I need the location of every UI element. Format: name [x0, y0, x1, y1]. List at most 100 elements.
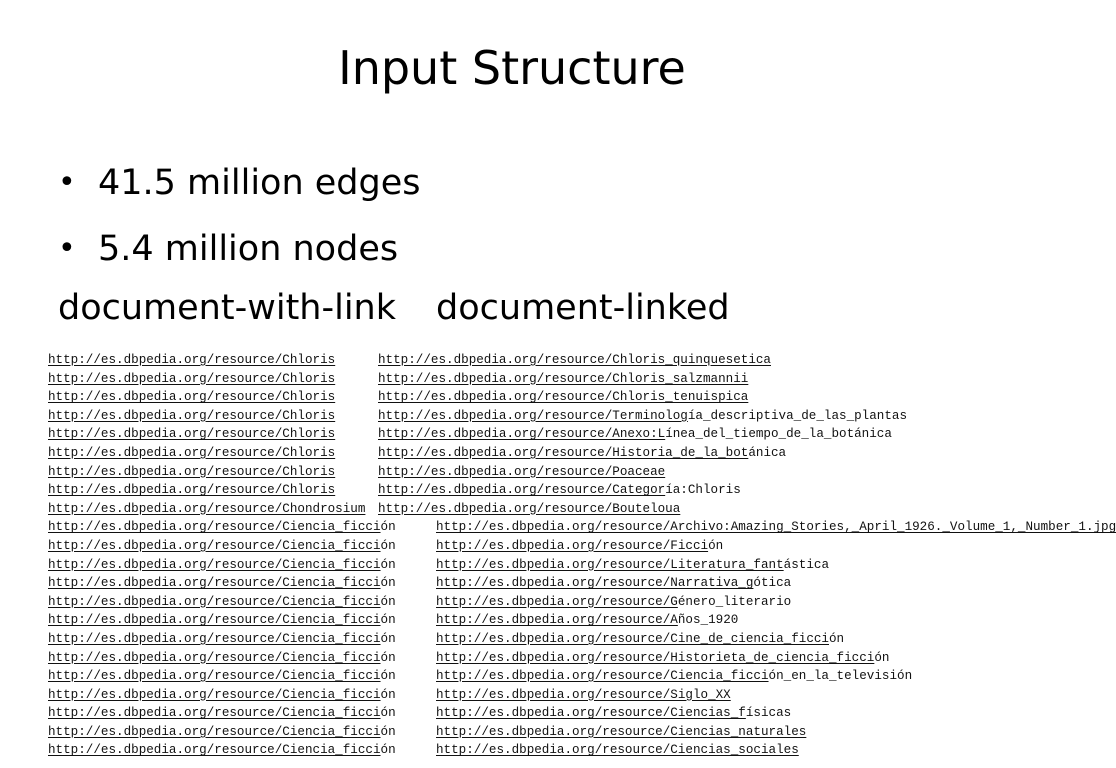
source-link[interactable]: http://es.dbpedia.org/resource/Ciencia_f… [48, 576, 381, 591]
target-link[interactable]: http://es.dbpedia.org/resource/Terminolo… [378, 408, 688, 423]
target-cell: http://es.dbpedia.org/resource/Chloris_s… [378, 370, 748, 389]
link-row: http://es.dbpedia.org/resource/Ciencia_f… [48, 649, 1024, 668]
target-link[interactable]: http://es.dbpedia.org/resource/Ciencia_f… [436, 669, 769, 684]
slide-title: Input Structure [338, 41, 686, 95]
target-link[interactable]: http://es.dbpedia.org/resource/Siglo_XX [436, 687, 731, 702]
source-link-suffix: ón [380, 724, 396, 739]
source-link[interactable]: http://es.dbpedia.org/resource/Ciencia_f… [48, 557, 381, 572]
source-link-suffix: ón [380, 594, 396, 609]
source-link[interactable]: http://es.dbpedia.org/resource/Chondrosi… [48, 501, 366, 516]
source-cell: http://es.dbpedia.org/resource/Chloris [48, 388, 378, 407]
target-link[interactable]: http://es.dbpedia.org/resource/Ciencias_… [436, 743, 799, 758]
source-link[interactable]: http://es.dbpedia.org/resource/Ciencia_f… [48, 520, 381, 535]
source-link[interactable]: http://es.dbpedia.org/resource/Ciencia_f… [48, 724, 381, 739]
bullet-item: • 41.5 million edges [58, 150, 421, 216]
target-link[interactable]: http://es.dbpedia.org/resource/Cine_de_c… [436, 631, 829, 646]
target-link[interactable]: http://es.dbpedia.org/resource/Ciencias_… [436, 724, 807, 739]
source-cell: http://es.dbpedia.org/resource/Ciencia_f… [48, 537, 436, 556]
target-link-suffix: ón_en_la_televisión [768, 669, 913, 684]
target-cell: http://es.dbpedia.org/resource/Categoría… [378, 481, 741, 500]
source-cell: http://es.dbpedia.org/resource/Chloris [48, 351, 378, 370]
source-link[interactable]: http://es.dbpedia.org/resource/Chloris [48, 483, 336, 498]
source-link[interactable]: http://es.dbpedia.org/resource/Chloris [48, 390, 336, 405]
target-cell: http://es.dbpedia.org/resource/Ciencia_f… [436, 667, 912, 686]
source-cell: http://es.dbpedia.org/resource/Ciencia_f… [48, 630, 436, 649]
link-row: http://es.dbpedia.org/resource/Chloris ht… [48, 407, 1024, 426]
link-row: http://es.dbpedia.org/resource/Ciencia_f… [48, 611, 1024, 630]
target-link[interactable]: http://es.dbpedia.org/resource/Ciencias_… [436, 706, 746, 721]
target-cell: http://es.dbpedia.org/resource/Chloris_q… [378, 351, 771, 370]
target-cell: http://es.dbpedia.org/resource/Ficción [436, 537, 723, 556]
source-link-suffix: ón [380, 743, 396, 758]
source-link[interactable]: http://es.dbpedia.org/resource/Chloris [48, 464, 336, 479]
target-link-suffix: ástica [783, 557, 830, 572]
target-link[interactable]: http://es.dbpedia.org/resource/Narrativa… [436, 576, 754, 591]
source-link[interactable]: http://es.dbpedia.org/resource/Ciencia_f… [48, 613, 381, 628]
bullet-text: 41.5 million edges [98, 163, 421, 203]
source-cell: http://es.dbpedia.org/resource/Ciencia_f… [48, 593, 436, 612]
source-cell: http://es.dbpedia.org/resource/Chloris [48, 370, 378, 389]
source-link[interactable]: http://es.dbpedia.org/resource/Chloris [48, 427, 336, 442]
source-link[interactable]: http://es.dbpedia.org/resource/Ciencia_f… [48, 650, 381, 665]
link-row: http://es.dbpedia.org/resource/Chloris ht… [48, 351, 1024, 370]
target-link-suffix: ón [874, 650, 890, 665]
target-link[interactable]: http://es.dbpedia.org/resource/Historiet… [436, 650, 875, 665]
target-cell: http://es.dbpedia.org/resource/Chloris_t… [378, 388, 748, 407]
source-link-suffix: ón [380, 538, 396, 553]
source-link[interactable]: http://es.dbpedia.org/resource/Ciencia_f… [48, 594, 381, 609]
target-link[interactable]: http://es.dbpedia.org/resource/Anexo:L [378, 427, 666, 442]
target-link[interactable]: http://es.dbpedia.org/resource/Categor [378, 483, 666, 498]
link-row: http://es.dbpedia.org/resource/Ciencia_f… [48, 741, 1024, 760]
target-link-suffix: ánica [748, 445, 787, 460]
link-row: http://es.dbpedia.org/resource/Ciencia_f… [48, 556, 1024, 575]
target-link[interactable]: http://es.dbpedia.org/resource/Chloris_t… [378, 390, 749, 405]
target-link[interactable]: http://es.dbpedia.org/resource/Bouteloua [378, 501, 681, 516]
target-link[interactable]: http://es.dbpedia.org/resource/A [436, 613, 678, 628]
target-link[interactable]: http://es.dbpedia.org/resource/Chloris_q… [378, 353, 771, 367]
target-link[interactable]: http://es.dbpedia.org/resource/Archivo:A… [436, 520, 1116, 535]
link-row: http://es.dbpedia.org/resource/Ciencia_f… [48, 723, 1024, 742]
target-cell: http://es.dbpedia.org/resource/Historiet… [436, 649, 889, 668]
target-link-suffix: ños_1920 [677, 613, 739, 628]
source-cell: http://es.dbpedia.org/resource/Ciencia_f… [48, 556, 436, 575]
target-link[interactable]: http://es.dbpedia.org/resource/Literatur… [436, 557, 784, 572]
source-link[interactable]: http://es.dbpedia.org/resource/Ciencia_f… [48, 631, 381, 646]
link-row: http://es.dbpedia.org/resource/Chloris ht… [48, 425, 1024, 444]
target-link-suffix: ínea_del_tiempo_de_la_botánica [665, 427, 892, 442]
source-cell: http://es.dbpedia.org/resource/Ciencia_f… [48, 741, 436, 760]
link-row: http://es.dbpedia.org/resource/Chloris ht… [48, 463, 1024, 482]
target-link-suffix: ía:Chloris [665, 483, 741, 498]
source-link-suffix: ón [380, 557, 396, 572]
target-cell: http://es.dbpedia.org/resource/Ciencias_… [436, 704, 791, 723]
link-row: http://es.dbpedia.org/resource/Chloris ht… [48, 388, 1024, 407]
link-row: http://es.dbpedia.org/resource/Ciencia_f… [48, 537, 1024, 556]
target-link[interactable]: http://es.dbpedia.org/resource/G [436, 594, 678, 609]
source-link[interactable]: http://es.dbpedia.org/resource/Chloris [48, 353, 336, 367]
target-link[interactable]: http://es.dbpedia.org/resource/Poaceae [378, 464, 666, 479]
source-link[interactable]: http://es.dbpedia.org/resource/Chloris [48, 371, 336, 386]
source-link[interactable]: http://es.dbpedia.org/resource/Ciencia_f… [48, 669, 381, 684]
target-cell: http://es.dbpedia.org/resource/Poaceae [378, 463, 665, 482]
link-row: http://es.dbpedia.org/resource/Ciencia_f… [48, 686, 1024, 705]
target-cell: http://es.dbpedia.org/resource/Terminolo… [378, 407, 907, 426]
target-cell: http://es.dbpedia.org/resource/Ciencias_… [436, 723, 806, 742]
heading-document-with-link: document-with-link [58, 288, 397, 328]
link-row: http://es.dbpedia.org/resource/Ciencia_f… [48, 704, 1024, 723]
source-link[interactable]: http://es.dbpedia.org/resource/Ciencia_f… [48, 706, 381, 721]
target-link[interactable]: http://es.dbpedia.org/resource/Historia_… [378, 445, 749, 460]
source-link[interactable]: http://es.dbpedia.org/resource/Ciencia_f… [48, 687, 381, 702]
target-link-suffix: ón [829, 631, 845, 646]
source-link[interactable]: http://es.dbpedia.org/resource/Chloris [48, 408, 336, 423]
target-link[interactable]: http://es.dbpedia.org/resource/Ficci [436, 538, 709, 553]
source-cell: http://es.dbpedia.org/resource/Ciencia_f… [48, 574, 436, 593]
source-link-suffix: ón [380, 576, 396, 591]
source-link-suffix: ón [380, 650, 396, 665]
source-link-suffix: ón [380, 687, 396, 702]
link-row: http://es.dbpedia.org/resource/Ciencia_f… [48, 574, 1024, 593]
link-row: http://es.dbpedia.org/resource/Chloris ht… [48, 370, 1024, 389]
source-cell: http://es.dbpedia.org/resource/Ciencia_f… [48, 649, 436, 668]
target-link[interactable]: http://es.dbpedia.org/resource/Chloris_s… [378, 371, 749, 386]
source-link[interactable]: http://es.dbpedia.org/resource/Ciencia_f… [48, 743, 381, 758]
source-link[interactable]: http://es.dbpedia.org/resource/Chloris [48, 445, 336, 460]
source-link[interactable]: http://es.dbpedia.org/resource/Ciencia_f… [48, 538, 381, 553]
